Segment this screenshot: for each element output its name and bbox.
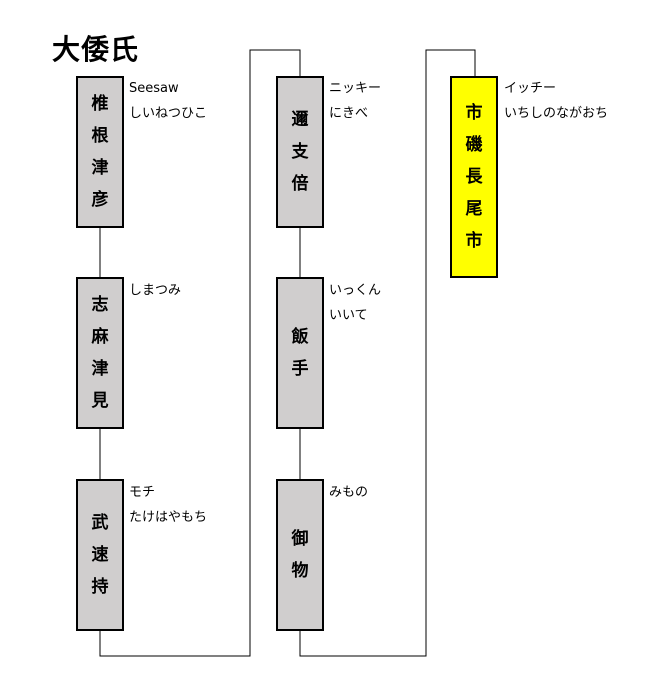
node-n5: 飯手: [276, 277, 324, 429]
node-label-char: 椎: [91, 94, 109, 114]
node-label-char: 彦: [91, 190, 109, 210]
note-n5-line1: いっくん: [329, 283, 382, 298]
connector-n3-n4: [99, 49, 301, 657]
note-n5-line2: いいて: [329, 308, 368, 323]
node-label-char: 磯: [465, 135, 483, 155]
note-n1-line2: しいねつひこ: [129, 106, 208, 121]
node-label-char: 津: [91, 359, 109, 379]
note-n1-line1: Seesaw: [129, 81, 179, 96]
node-label-char: 長: [465, 167, 483, 187]
node-label-char: 尾: [465, 199, 483, 219]
node-label-char: 邇: [291, 110, 309, 130]
note-n3-line1: モチ: [129, 485, 156, 500]
node-label-char: 御: [291, 529, 309, 549]
note-n6-line1: みもの: [329, 485, 369, 500]
note-n7-line1: イッチー: [504, 81, 557, 96]
node-n7: 市磯長尾市: [450, 76, 498, 278]
node-label-char: 飯: [291, 327, 309, 347]
node-label-char: 津: [91, 158, 109, 178]
node-label-char: 市: [465, 231, 483, 251]
node-label-char: 市: [465, 103, 483, 123]
diagram-title: 大倭氏: [52, 33, 140, 66]
node-label-char: 持: [91, 577, 109, 597]
note-n3-line2: たけはやもち: [129, 510, 208, 525]
node-n1: 椎根津彦: [76, 76, 124, 228]
node-n3: 武速持: [76, 479, 124, 631]
node-label-char: 志: [91, 295, 109, 315]
note-n4-line2: にきべ: [329, 106, 369, 121]
node-label-char: 武: [91, 513, 109, 533]
connector-n6-n7: [299, 49, 476, 657]
node-label-char: 速: [91, 545, 109, 565]
node-label-char: 支: [291, 142, 309, 162]
note-n4-line1: ニッキー: [329, 81, 382, 96]
node-label-char: 麻: [91, 327, 109, 347]
node-n6: 御物: [276, 479, 324, 631]
node-label-char: 物: [291, 561, 309, 581]
node-label-char: 見: [91, 391, 109, 411]
note-n7-line2: いちしのながおち: [504, 106, 609, 121]
node-label-char: 手: [291, 359, 309, 379]
node-n4: 邇支倍: [276, 76, 324, 228]
node-n2: 志麻津見: [76, 277, 124, 429]
node-label-char: 倍: [291, 174, 309, 194]
node-label-char: 根: [91, 126, 109, 146]
note-n2-line1: しまつみ: [129, 283, 182, 298]
